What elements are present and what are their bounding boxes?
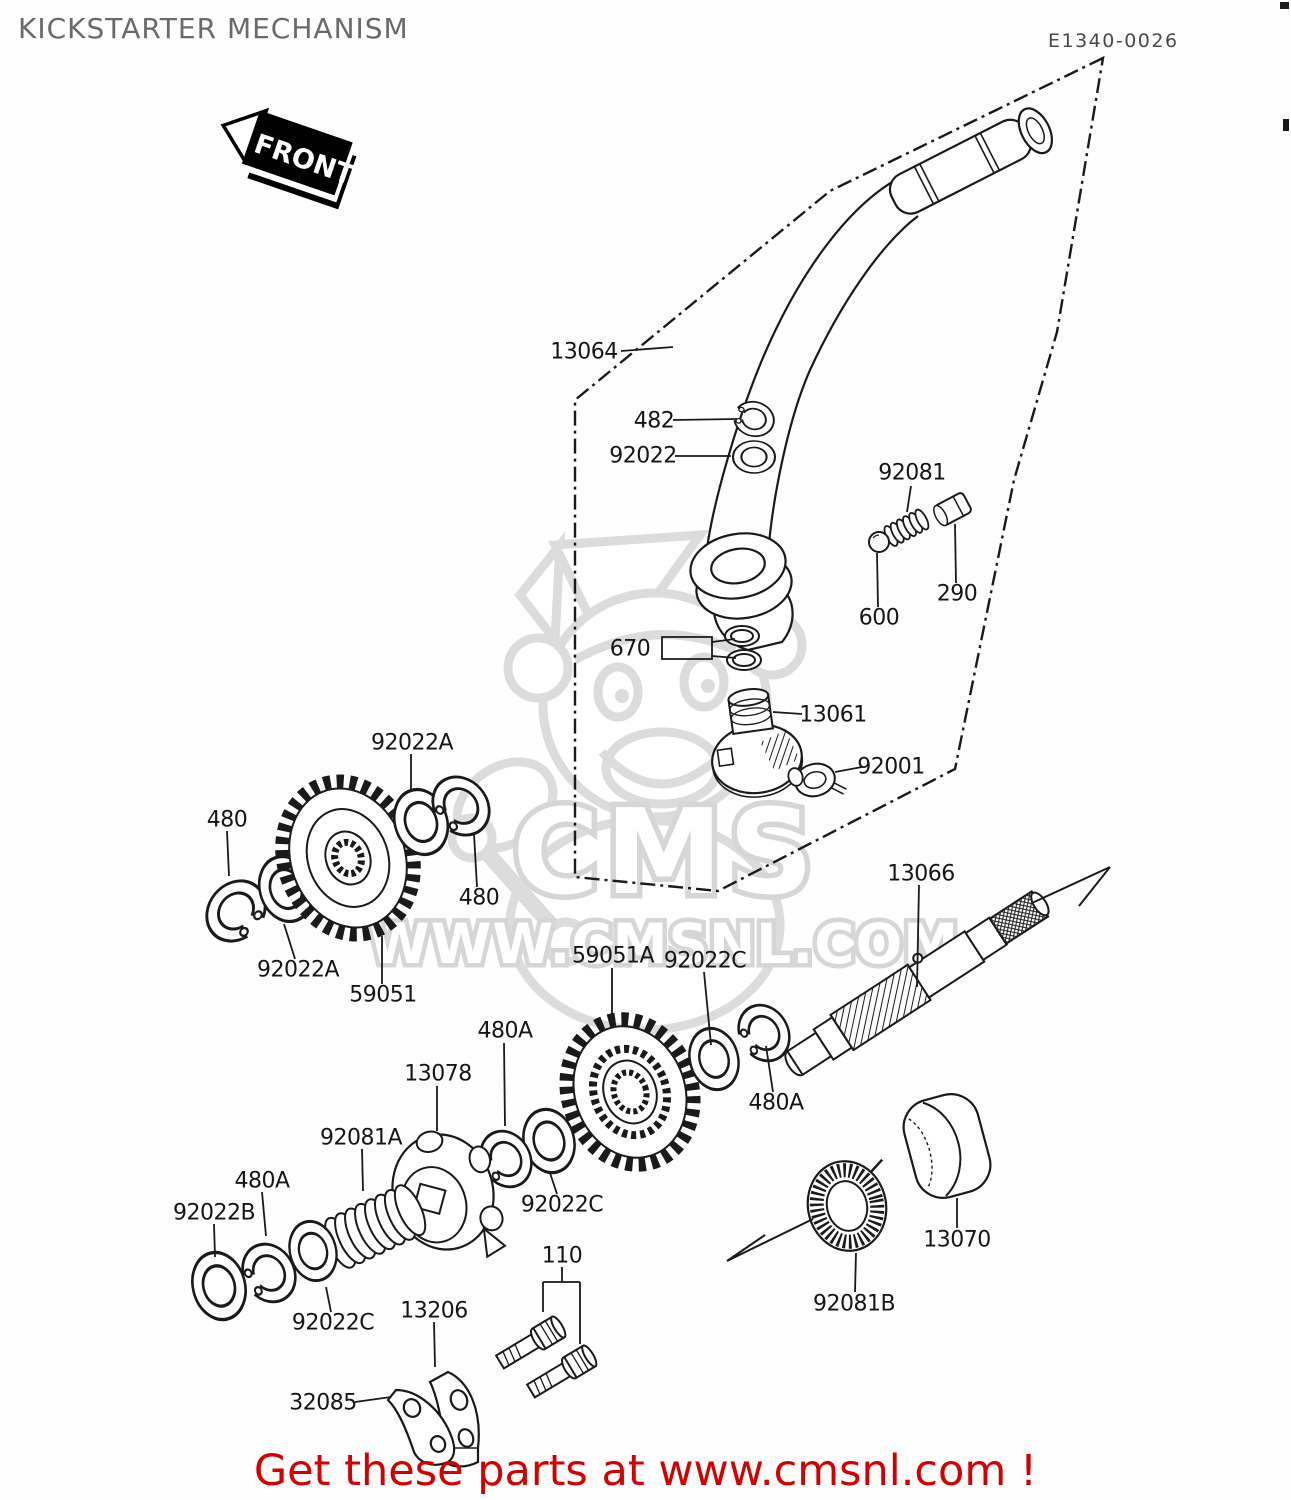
- part-callout-32085[interactable]: 32085: [289, 1390, 357, 1416]
- bushing-13070: [902, 1093, 992, 1199]
- part-callout-92081A[interactable]: 92081A: [319, 1125, 403, 1151]
- leader-lines: [213, 346, 958, 1403]
- guide-plate-13206: [428, 1370, 480, 1468]
- part-callout-13064[interactable]: 13064: [550, 339, 618, 365]
- part-callout-480A[interactable]: 480A: [234, 1168, 290, 1194]
- scan-artifact: [1280, 2, 1289, 9]
- part-callout-59051A[interactable]: 59051A: [571, 943, 655, 969]
- part-callout-110[interactable]: 110: [541, 1243, 583, 1269]
- part-callout-92022A[interactable]: 92022A: [370, 730, 454, 756]
- promo-link-text[interactable]: Get these parts at www.cmsnl.com !: [253, 1446, 1038, 1496]
- part-callout-670[interactable]: 670: [609, 636, 651, 662]
- watermark-brow: [572, 630, 737, 664]
- page-title: KICKSTARTER MECHANISM: [18, 12, 409, 45]
- kick-shaft-13066: [784, 890, 1050, 1077]
- detail-boundary: [573, 55, 1105, 893]
- part-callout-480A[interactable]: 480A: [748, 1090, 804, 1116]
- front-direction-sign: FRONT: [220, 107, 358, 210]
- bolt-110-upper: [492, 1313, 569, 1374]
- bolt-92001: [787, 762, 847, 798]
- rotation-arrow: [726, 1218, 814, 1262]
- part-callout-480A[interactable]: 480A: [477, 1018, 533, 1044]
- watermark-wrench: [474, 839, 566, 941]
- ratchet-gear-13061: [711, 688, 804, 798]
- lever-boss: [689, 532, 794, 652]
- watermark-site-text: WWW.CMSNL.COM: [369, 912, 959, 976]
- washer-92022B: [183, 1244, 255, 1328]
- scan-artifact: [1283, 119, 1289, 131]
- watermark-bandana-tail: [514, 531, 566, 653]
- guide-plate-32085: [386, 1388, 456, 1466]
- spring-92081: [883, 508, 930, 547]
- part-callout-482[interactable]: 482: [633, 408, 675, 434]
- part-callout-13078[interactable]: 13078: [404, 1061, 472, 1087]
- bolt-110-lower: [523, 1342, 600, 1403]
- part-callout-92022C[interactable]: 92022C: [520, 1192, 604, 1218]
- front-sign-plate: [241, 110, 353, 196]
- part-callout-92022A[interactable]: 92022A: [256, 957, 340, 983]
- watermark-ear-left: [503, 633, 573, 703]
- part-callout-92022[interactable]: 92022: [609, 443, 677, 469]
- part-callout-290[interactable]: 290: [936, 581, 978, 607]
- fiche-code: E1340-0026: [1048, 30, 1179, 52]
- gear-59051A: [559, 1012, 701, 1172]
- spring-92081A: [324, 1184, 427, 1269]
- part-callout-13070[interactable]: 13070: [923, 1227, 991, 1253]
- part-callout-92022C[interactable]: 92022C: [291, 1310, 375, 1336]
- washer-92022: [731, 439, 777, 475]
- rings-670: [724, 625, 762, 671]
- plug-290: [933, 492, 972, 527]
- part-callout-59051[interactable]: 59051: [349, 982, 417, 1008]
- spring-92081B: [806, 1158, 888, 1252]
- part-callout-480[interactable]: 480: [458, 885, 500, 911]
- part-callout-13206[interactable]: 13206: [400, 1298, 468, 1324]
- part-callout-92001[interactable]: 92001: [857, 754, 925, 780]
- part-callout-13066[interactable]: 13066: [887, 861, 955, 887]
- watermark-logo-text: CMS: [512, 783, 819, 921]
- part-callout-92022C[interactable]: 92022C: [663, 948, 747, 974]
- circlip-482: [731, 396, 779, 442]
- part-callout-92081B[interactable]: 92081B: [812, 1291, 896, 1317]
- part-callout-92022B[interactable]: 92022B: [172, 1200, 256, 1226]
- part-callout-480[interactable]: 480: [206, 807, 248, 833]
- kick-lever: [689, 107, 1054, 652]
- part-callout-600[interactable]: 600: [858, 605, 900, 631]
- part-callout-92081[interactable]: 92081: [878, 460, 946, 486]
- shaft-direction-arrow: [1031, 866, 1111, 907]
- kick-pedal: [888, 107, 1054, 215]
- part-callout-13061[interactable]: 13061: [799, 702, 867, 728]
